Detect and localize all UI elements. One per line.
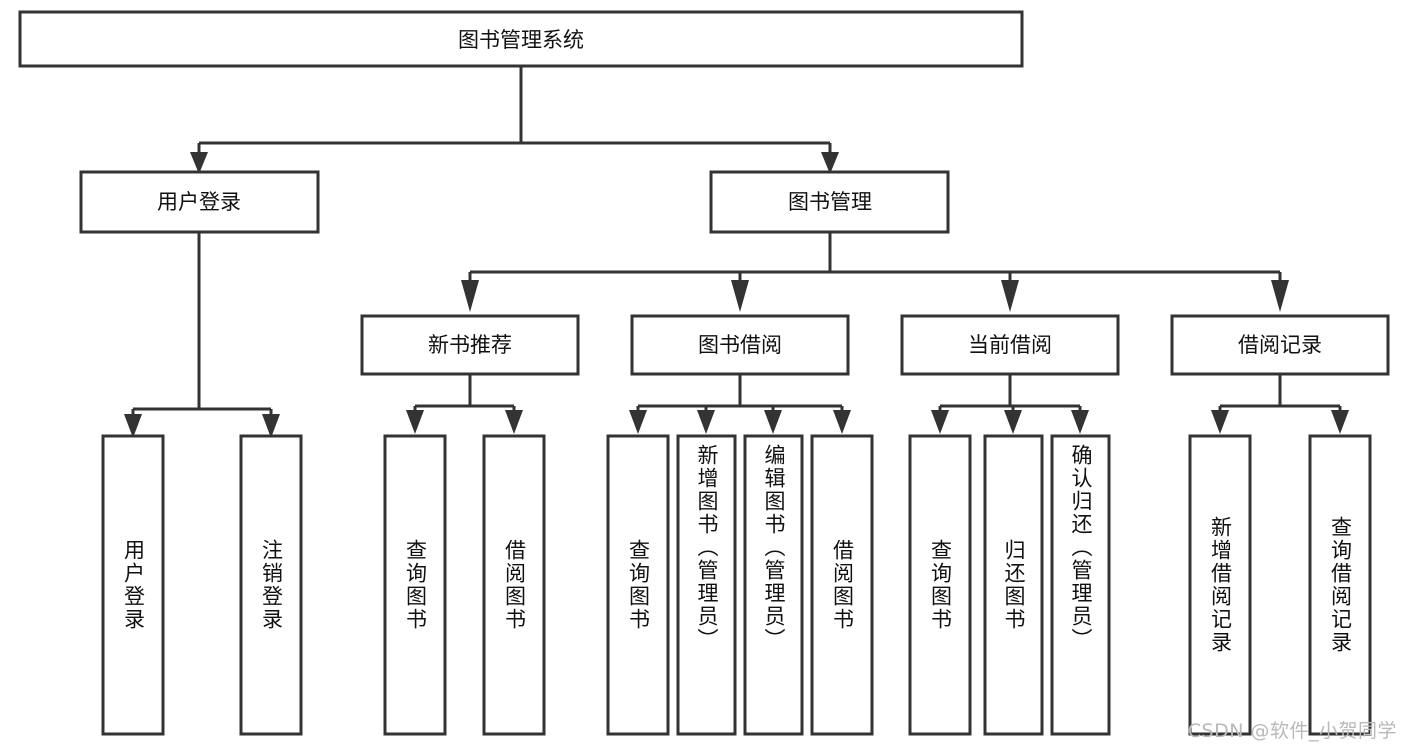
leaf-box-edit-book[interactable] xyxy=(743,434,804,736)
leaf-boxes xyxy=(101,434,1372,736)
arrowhead-leaf-query-book-1 xyxy=(406,410,424,434)
arrowhead-leaf-return-book xyxy=(1004,410,1022,434)
edge-bookborrow-bus xyxy=(638,374,842,408)
user-login-box[interactable] xyxy=(79,170,320,234)
node-book-borrow[interactable]: 图书借阅 xyxy=(630,314,850,376)
arrowhead-user-login xyxy=(190,152,208,174)
user-login-label: 用户登录 xyxy=(157,190,241,214)
arrowhead-leaf-confirm-return xyxy=(1071,410,1089,434)
book-management-box[interactable] xyxy=(709,170,950,234)
leaf-box-add-book[interactable] xyxy=(676,434,737,736)
borrow-record-box[interactable] xyxy=(1170,314,1390,376)
connectors xyxy=(124,66,1349,438)
arrowhead-leaf-query-record xyxy=(1331,410,1349,434)
root-label: 图书管理系统 xyxy=(458,28,584,52)
arrowhead-leaf-user-login xyxy=(124,414,142,438)
node-root[interactable]: 图书管理系统 xyxy=(18,10,1024,68)
edge-newbookrec-bus xyxy=(415,374,514,408)
arrowhead-leaf-query-book-3 xyxy=(931,410,949,434)
new-book-recommendation-box[interactable] xyxy=(360,314,580,376)
root-box[interactable] xyxy=(18,10,1024,68)
edge-bookmgmt-bus xyxy=(470,232,1280,274)
leaf-box-logout[interactable] xyxy=(239,434,303,736)
book-management-label: 图书管理 xyxy=(788,190,872,214)
leaf-box-confirm-return[interactable] xyxy=(1050,434,1111,736)
node-borrow-record[interactable]: 借阅记录 xyxy=(1170,314,1390,376)
leaf-box-return-book[interactable] xyxy=(983,434,1044,736)
arrowhead-new-book-rec xyxy=(461,280,479,312)
arrowhead-leaf-borrow-book-2 xyxy=(833,410,851,434)
edge-userlogin-bus xyxy=(133,232,271,411)
csdn-watermark: CSDN @软件_小贺同学 xyxy=(1187,720,1397,742)
book-borrow-label: 图书借阅 xyxy=(698,333,782,357)
current-borrow-label: 当前借阅 xyxy=(968,333,1052,357)
leaf-box-borrow-book-2[interactable] xyxy=(810,434,874,736)
leaf-box-query-record[interactable] xyxy=(1308,434,1372,736)
new-book-recommendation-label: 新书推荐 xyxy=(428,333,512,357)
arrowhead-book-borrow xyxy=(731,280,749,312)
node-user-login[interactable]: 用户登录 xyxy=(79,170,320,234)
arrowhead-leaf-edit-book xyxy=(764,410,782,434)
leaf-box-borrow-book-1[interactable] xyxy=(482,434,546,736)
borrow-record-label: 借阅记录 xyxy=(1238,333,1322,357)
arrowhead-leaf-add-record xyxy=(1211,410,1229,434)
leaf-box-query-book-2[interactable] xyxy=(606,434,670,736)
arrowhead-leaf-query-book-2 xyxy=(629,410,647,434)
arrowhead-current-borrow xyxy=(1001,280,1019,312)
arrowhead-book-mgmt xyxy=(821,152,839,174)
node-book-management[interactable]: 图书管理 xyxy=(709,170,950,234)
edge-borrowrecord-bus xyxy=(1220,374,1340,408)
edge-currentborrow-bus xyxy=(940,374,1080,408)
arrowhead-leaf-add-book xyxy=(697,410,715,434)
arrowhead-leaf-borrow-book-1 xyxy=(505,410,523,434)
leaf-box-user-login[interactable] xyxy=(101,434,165,736)
node-new-book-recommendation[interactable]: 新书推荐 xyxy=(360,314,580,376)
leaf-box-query-book-3[interactable] xyxy=(908,434,972,736)
arrowhead-borrow-record xyxy=(1271,280,1289,312)
edge-root-bus xyxy=(199,66,830,145)
arrowhead-leaf-logout xyxy=(262,414,280,438)
current-borrow-box[interactable] xyxy=(900,314,1120,376)
node-current-borrow[interactable]: 当前借阅 xyxy=(900,314,1120,376)
leaf-box-query-book-1[interactable] xyxy=(383,434,447,736)
book-borrow-box[interactable] xyxy=(630,314,850,376)
leaf-box-add-record[interactable] xyxy=(1188,434,1252,736)
